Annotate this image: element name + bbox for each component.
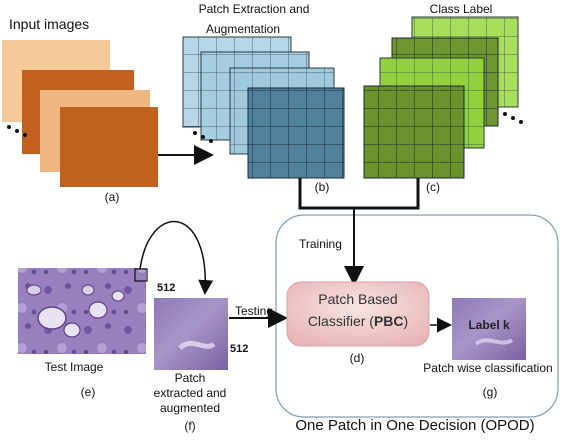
patch-extracted-label-line1: Patch: [174, 371, 206, 385]
pbc-abbr: PBC: [373, 313, 404, 329]
opod-label: One Patch in One Decision (OPOD): [295, 417, 535, 434]
size-label-right: 512: [230, 343, 249, 355]
extracted-patch: [154, 298, 228, 370]
input-images-label: Input images: [9, 16, 90, 32]
input-image-4: [60, 107, 158, 187]
pbc-prefix: Classifier (: [307, 313, 374, 329]
pbc-suffix: ): [403, 313, 409, 329]
label-c: (c): [426, 180, 440, 194]
label-f: (f): [184, 419, 196, 433]
dots-icon-class: [503, 112, 523, 124]
size-label-top: 512: [157, 282, 176, 294]
label-k: Label k: [468, 318, 510, 332]
pbc-label-line2: Classifier (PBC): [308, 314, 408, 328]
label-b: (b): [314, 180, 330, 194]
dots-icon-patches: [193, 131, 213, 143]
patch-extraction-label-line2: Augmentation: [205, 22, 281, 36]
test-image: [18, 268, 146, 354]
pbc-box: [286, 281, 430, 347]
class-label-title: Class Label: [429, 2, 493, 16]
label-d: (d): [349, 351, 365, 365]
join-bracket: [298, 178, 420, 210]
label-a: (a): [104, 190, 120, 204]
arrow-patch-extraction: [139, 220, 214, 295]
patch-grids-stack: [182, 36, 345, 179]
patch-extracted-label-line3: augmented: [159, 401, 221, 415]
class-label-grids-stack: [363, 16, 519, 179]
pbc-label-line1: Patch Based: [318, 291, 398, 307]
label-e: (e): [80, 385, 96, 399]
label-g: (g): [482, 385, 498, 399]
result-patch: [452, 298, 526, 360]
training-label: Training: [299, 237, 342, 251]
test-image-patch-marker: [134, 268, 148, 282]
testing-label: Testing: [235, 304, 274, 318]
patch-extraction-label-line1: Patch Extraction and: [198, 2, 310, 16]
test-image-label: Test Image: [44, 360, 104, 374]
dots-icon-input: [7, 125, 27, 137]
patch-extracted-label-line2: extracted and: [153, 386, 227, 400]
input-images-stack: [2, 40, 158, 187]
patch-wise-label: Patch wise classification: [423, 361, 553, 375]
